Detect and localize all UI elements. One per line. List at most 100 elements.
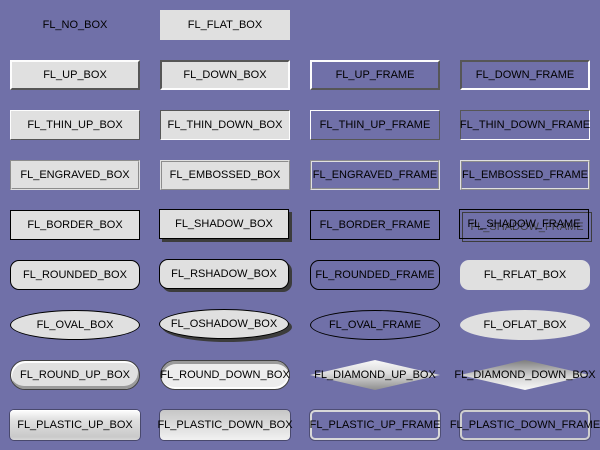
- grid-cell: FL_EMBOSSED_FRAME: [450, 150, 600, 200]
- box-fl-shadow-frame: FL_SHADOW_FRAME: [459, 209, 589, 239]
- grid-cell: FL_BORDER_FRAME: [300, 200, 450, 250]
- grid-cell: FL_FLAT_BOX: [150, 0, 300, 50]
- box-fl-rounded-frame: FL_ROUNDED_FRAME: [310, 260, 440, 290]
- box-fl-diamond-up-box: FL_DIAMOND_UP_BOX: [310, 360, 440, 390]
- grid-cell: FL_ENGRAVED_FRAME: [300, 150, 450, 200]
- grid-cell: FL_OVAL_FRAME: [300, 300, 450, 350]
- box-fl-embossed-box: FL_EMBOSSED_BOX: [160, 160, 290, 190]
- box-fl-oflat-box: FL_OFLAT_BOX: [460, 310, 590, 340]
- box-label: FL_OFLAT_BOX: [483, 318, 567, 331]
- grid-cell: FL_NO_BOX: [0, 0, 150, 50]
- empty-cell: [300, 0, 450, 50]
- grid-cell: FL_RFLAT_BOX: [450, 250, 600, 300]
- grid-cell: FL_SHADOW_BOX: [150, 200, 300, 250]
- box-fl-round-down-box: FL_ROUND_DOWN_BOX: [160, 360, 290, 390]
- box-label: FL_FLAT_BOX: [187, 18, 263, 31]
- box-label: FL_BORDER_FRAME: [319, 218, 431, 231]
- box-label: FL_NO_BOX: [42, 18, 108, 31]
- box-label: FL_PLASTIC_DOWN_BOX: [157, 418, 293, 431]
- grid-cell: FL_ENGRAVED_BOX: [0, 150, 150, 200]
- grid-cell: FL_SHADOW_FRAME: [450, 200, 600, 250]
- box-fl-no-box: FL_NO_BOX: [10, 10, 140, 40]
- box-fl-round-up-box: FL_ROUND_UP_BOX: [10, 360, 140, 390]
- box-label: FL_EMBOSSED_FRAME: [462, 168, 588, 181]
- box-fl-thin-down-box: FL_THIN_DOWN_BOX: [160, 110, 290, 140]
- box-label: FL_ENGRAVED_BOX: [20, 168, 130, 181]
- grid-cell: FL_PLASTIC_DOWN_FRAME: [450, 400, 600, 450]
- box-fl-shadow-box: FL_SHADOW_BOX: [159, 209, 289, 239]
- grid-cell: FL_OSHADOW_BOX: [150, 300, 300, 350]
- box-label: FL_ROUND_UP_BOX: [19, 368, 131, 381]
- box-label: FL_DOWN_FRAME: [475, 68, 575, 81]
- box-fl-thin-up-frame: FL_THIN_UP_FRAME: [310, 110, 440, 140]
- box-fl-plastic-up-box: FL_PLASTIC_UP_BOX: [10, 410, 140, 440]
- grid-cell: FL_OVAL_BOX: [0, 300, 150, 350]
- grid-cell: FL_PLASTIC_UP_FRAME: [300, 400, 450, 450]
- box-label: FL_DIAMOND_DOWN_BOX: [454, 368, 596, 381]
- box-fl-oval-frame: FL_OVAL_FRAME: [310, 310, 440, 340]
- box-label: FL_THIN_DOWN_FRAME: [459, 118, 591, 131]
- box-fl-border-box: FL_BORDER_BOX: [10, 210, 140, 240]
- box-fl-engraved-box: FL_ENGRAVED_BOX: [10, 160, 140, 190]
- box-label: FL_THIN_DOWN_BOX: [167, 118, 283, 131]
- box-fl-embossed-frame: FL_EMBOSSED_FRAME: [460, 160, 590, 190]
- box-label: FL_THIN_UP_BOX: [27, 118, 123, 131]
- grid-cell: FL_DOWN_BOX: [150, 50, 300, 100]
- box-label: FL_UP_FRAME: [335, 68, 415, 81]
- grid-cell: FL_OFLAT_BOX: [450, 300, 600, 350]
- box-label: FL_RFLAT_BOX: [483, 268, 567, 281]
- box-label: FL_ROUNDED_BOX: [23, 268, 127, 281]
- grid-cell: FL_ROUNDED_BOX: [0, 250, 150, 300]
- box-fl-rshadow-box: FL_RSHADOW_BOX: [159, 259, 289, 289]
- box-label: FL_SHADOW_FRAME: [467, 217, 581, 230]
- box-label: FL_UP_BOX: [43, 68, 107, 81]
- box-fl-plastic-down-frame: FL_PLASTIC_DOWN_FRAME: [450, 410, 600, 440]
- box-label: FL_OSHADOW_BOX: [170, 317, 278, 330]
- box-fl-up-frame: FL_UP_FRAME: [310, 60, 440, 90]
- empty-cell: [450, 0, 600, 50]
- box-label: FL_BORDER_BOX: [27, 218, 123, 231]
- grid-cell: FL_THIN_UP_FRAME: [300, 100, 450, 150]
- box-label: FL_DOWN_BOX: [183, 68, 267, 81]
- box-label: FL_ENGRAVED_FRAME: [312, 168, 438, 181]
- grid-cell: FL_DIAMOND_UP_BOX: [300, 350, 450, 400]
- grid-cell: FL_ROUND_UP_BOX: [0, 350, 150, 400]
- box-fl-thin-up-box: FL_THIN_UP_BOX: [10, 110, 140, 140]
- box-label: FL_OVAL_FRAME: [328, 318, 422, 331]
- box-label: FL_ROUNDED_FRAME: [315, 268, 435, 281]
- box-label: FL_DIAMOND_UP_BOX: [314, 368, 436, 381]
- box-label: FL_RSHADOW_BOX: [171, 267, 277, 280]
- box-label: FL_THIN_UP_FRAME: [319, 118, 431, 131]
- grid-cell: FL_DOWN_FRAME: [450, 50, 600, 100]
- grid-cell: FL_RSHADOW_BOX: [150, 250, 300, 300]
- grid-cell: FL_EMBOSSED_BOX: [150, 150, 300, 200]
- box-fl-down-box: FL_DOWN_BOX: [160, 60, 290, 90]
- box-fl-plastic-down-box: FL_PLASTIC_DOWN_BOX: [157, 410, 293, 440]
- grid-cell: FL_PLASTIC_DOWN_BOX: [150, 400, 300, 450]
- box-fl-plastic-up-frame: FL_PLASTIC_UP_FRAME: [309, 410, 441, 440]
- box-label: FL_SHADOW_BOX: [175, 217, 273, 230]
- box-fl-oshadow-box: FL_OSHADOW_BOX: [159, 309, 289, 339]
- grid-cell: FL_THIN_DOWN_FRAME: [450, 100, 600, 150]
- box-fl-oval-box: FL_OVAL_BOX: [10, 310, 140, 340]
- box-label: FL_ROUND_DOWN_BOX: [160, 368, 290, 381]
- box-fl-up-box: FL_UP_BOX: [10, 60, 140, 90]
- grid-cell: FL_THIN_DOWN_BOX: [150, 100, 300, 150]
- grid-cell: FL_THIN_UP_BOX: [0, 100, 150, 150]
- box-fl-down-frame: FL_DOWN_FRAME: [460, 60, 590, 90]
- box-fl-thin-down-frame: FL_THIN_DOWN_FRAME: [460, 110, 590, 140]
- grid-cell: FL_UP_FRAME: [300, 50, 450, 100]
- grid-cell: FL_ROUND_DOWN_BOX: [150, 350, 300, 400]
- grid-cell: FL_DIAMOND_DOWN_BOX: [450, 350, 600, 400]
- box-label: FL_EMBOSSED_BOX: [169, 168, 281, 181]
- grid-cell: FL_UP_BOX: [0, 50, 150, 100]
- grid-cell: FL_ROUNDED_FRAME: [300, 250, 450, 300]
- box-fl-rflat-box: FL_RFLAT_BOX: [460, 260, 590, 290]
- grid-cell: FL_BORDER_BOX: [0, 200, 150, 250]
- box-label: FL_PLASTIC_UP_FRAME: [309, 418, 441, 431]
- box-fl-flat-box: FL_FLAT_BOX: [160, 10, 290, 40]
- box-fl-rounded-box: FL_ROUNDED_BOX: [10, 260, 140, 290]
- box-fl-engraved-frame: FL_ENGRAVED_FRAME: [310, 160, 440, 190]
- box-label: FL_PLASTIC_UP_BOX: [17, 418, 133, 431]
